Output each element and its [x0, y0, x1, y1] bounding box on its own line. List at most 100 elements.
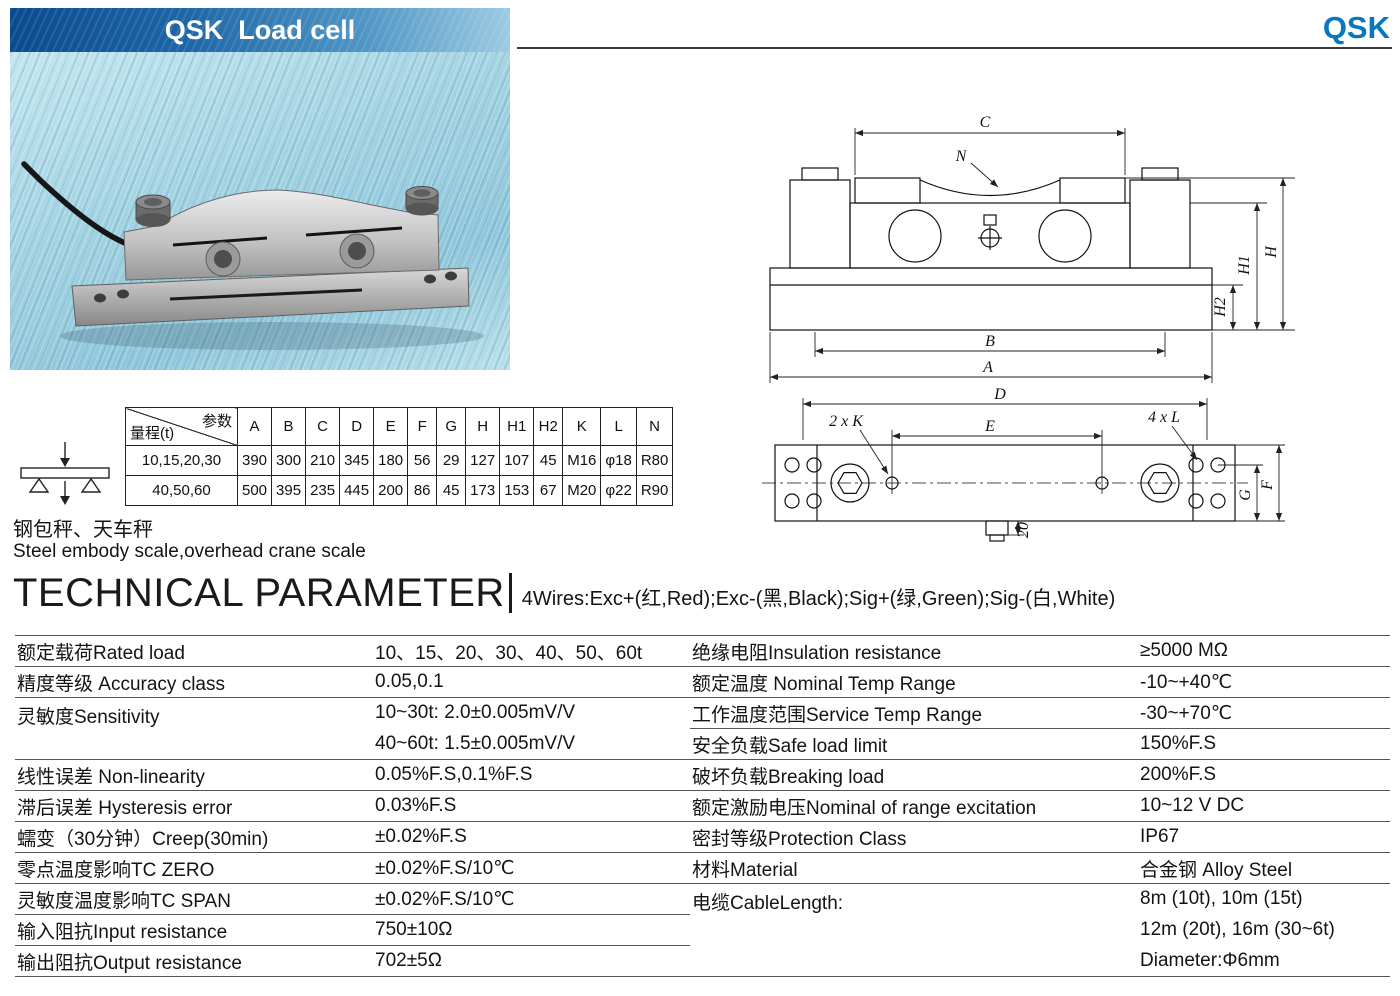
page-title: QSK Load cell — [164, 14, 356, 45]
param-value: ±0.02%F.S/10℃ — [373, 852, 690, 884]
header-banner: QSK Load cell — [10, 8, 510, 52]
dim-col-header: H — [465, 407, 501, 446]
param-value: ≥5000 MΩ — [1138, 635, 1390, 667]
param-label: 安全负载Safe load limit — [690, 728, 1138, 760]
front-view-part — [769, 167, 1213, 331]
bolt-hole — [117, 289, 129, 299]
dim-value-cell: 210 — [305, 445, 341, 476]
dim-col-header: K — [562, 407, 602, 446]
dim-value-cell: 345 — [339, 445, 375, 476]
dim-value-cell: 153 — [499, 475, 535, 506]
plan-view-drawing: D E 2 x K 4 x L G F 20 — [762, 388, 1285, 542]
dim-corner-cell: 参数 量程(t) — [125, 407, 238, 446]
dim-label-n: N — [955, 148, 968, 165]
dim-value-cell: M20 — [562, 475, 602, 506]
dim-label-2xk: 2 x K — [829, 413, 864, 430]
dim-col-header: D — [339, 407, 375, 446]
dim-value-cell: 56 — [407, 445, 438, 476]
dim-data-row: 40,50,60 500 395 235 445 200 86 45 173 1… — [125, 475, 674, 506]
dim-value-cell: 180 — [373, 445, 409, 476]
param-row: 输出阻抗Output resistance 702±5Ω — [15, 945, 690, 977]
dim-value-cell: 300 — [271, 445, 307, 476]
param-row: 线性误差 Non-linearity 0.05%F.S,0.1%F.S — [15, 759, 690, 791]
base-slot — [169, 288, 363, 301]
dim-label-e: E — [984, 418, 995, 435]
load-cell-photo-illustration — [21, 161, 484, 350]
param-row: 输入阻抗Input resistance 750±10Ω — [15, 914, 690, 946]
param-label: 绝缘电阻Insulation resistance — [690, 635, 1138, 667]
param-row: 灵敏度温度影响TC SPAN ±0.02%F.S/10℃ — [15, 883, 690, 915]
param-label: 额定载荷Rated load — [15, 635, 373, 667]
dim-value-cell: M16 — [562, 445, 602, 476]
param-value: 12m (20t), 16m (30~6t) — [1140, 919, 1335, 940]
cable — [21, 161, 138, 250]
dim-range-cell: 40,50,60 — [125, 475, 238, 506]
dim-value-cell: 29 — [436, 445, 467, 476]
parameters-table-right: 绝缘电阻Insulation resistance ≥5000 MΩ 额定温度 … — [690, 635, 1390, 977]
param-label: 额定温度 Nominal Temp Range — [690, 666, 1138, 698]
corner-range-label: 量程(t) — [130, 425, 175, 442]
param-row: 材料Material 合金钢 Alloy Steel — [690, 852, 1390, 884]
param-row: 12m (20t), 16m (30~6t) — [690, 915, 1390, 946]
param-row: 绝缘电阻Insulation resistance ≥5000 MΩ — [690, 635, 1390, 667]
dim-label-b: B — [985, 333, 995, 350]
param-label: 灵敏度温度影响TC SPAN — [15, 883, 373, 915]
title-divider-bar — [508, 573, 512, 613]
param-value: ±0.02%F.S — [373, 821, 690, 853]
bolt-hole — [424, 274, 436, 284]
dim-value-cell: 500 — [236, 475, 273, 506]
plan-view-dimensions — [802, 398, 1285, 536]
param-label: 滞后误差 Hysteresis error — [15, 790, 373, 822]
gauge-slot — [172, 236, 268, 247]
dimension-table: 参数 量程(t) A B C D E F G H H1 H2 K L N 10,… — [125, 407, 674, 506]
param-label: 精度等级 Accuracy class — [15, 666, 373, 698]
param-value: ±0.02%F.S/10℃ — [373, 883, 690, 915]
dim-label-f: F — [1259, 480, 1276, 491]
param-value: 702±5Ω — [373, 945, 690, 977]
front-view-dimensions — [769, 128, 1295, 383]
dim-label-4xl: 4 x L — [1148, 409, 1180, 426]
param-row: 工作温度范围Service Temp Range -30~+70℃ — [690, 697, 1390, 729]
dim-col-header: G — [436, 407, 467, 446]
dim-col-header: L — [600, 407, 637, 446]
dim-label-h: H — [1263, 245, 1280, 259]
technical-parameter-header: TECHNICAL PARAMETER 4Wires:Exc+(红,Red);E… — [13, 573, 1115, 613]
gauge-slot — [305, 226, 403, 237]
dim-value-cell: 235 — [305, 475, 341, 506]
dim-col-header: H1 — [499, 407, 535, 446]
dim-label-a: A — [982, 359, 993, 376]
application-zh: 钢包秤、天车秤 — [13, 519, 153, 541]
dim-header-row: 参数 量程(t) A B C D E F G H H1 H2 K L N — [125, 407, 674, 446]
param-value: -10~+40℃ — [1138, 666, 1390, 698]
param-value: Diameter:Φ6mm — [1138, 945, 1390, 977]
dim-col-header: H2 — [533, 407, 564, 446]
dim-label-g: G — [1237, 489, 1254, 501]
param-value: 150%F.S — [1138, 728, 1390, 760]
param-row: 零点温度影响TC ZERO ±0.02%F.S/10℃ — [15, 852, 690, 884]
param-row: 滞后误差 Hysteresis error 0.03%F.S — [15, 790, 690, 822]
bolt-hole — [94, 293, 106, 303]
param-row: 密封等级Protection Class IP67 — [690, 821, 1390, 853]
param-label: 破坏负载Breaking load — [690, 759, 1138, 791]
param-label: 输出阻抗Output resistance — [15, 945, 373, 977]
product-photo — [10, 52, 510, 370]
param-row: 蠕变（30分钟）Creep(30min) ±0.02%F.S — [15, 821, 690, 853]
header-divider — [517, 47, 1392, 49]
dim-col-header: A — [236, 407, 273, 446]
param-label: 零点温度影响TC ZERO — [15, 852, 373, 884]
loading-direction-icon — [20, 442, 110, 505]
parameters-table-left: 额定载荷Rated load 10、15、20、30、40、50、60t 精度等… — [15, 635, 690, 977]
param-label: 材料Material — [690, 852, 1138, 884]
param-row: 灵敏度Sensitivity 10~30t: 2.0±0.005mV/V — [15, 697, 690, 760]
param-value: 0.05%F.S,0.1%F.S — [373, 759, 690, 791]
dim-value-cell: 45 — [436, 475, 467, 506]
param-value: 10~30t: 2.0±0.005mV/V — [375, 702, 576, 724]
param-row: Diameter:Φ6mm — [690, 945, 1390, 977]
dim-value-cell: 200 — [373, 475, 409, 506]
face-recess-inner — [348, 242, 366, 260]
dim-value-cell: R80 — [635, 445, 674, 476]
dim-value-cell: 127 — [465, 445, 501, 476]
dim-data-row: 10,15,20,30 390 300 210 345 180 56 29 12… — [125, 445, 674, 476]
dim-value-cell: φ22 — [600, 475, 637, 506]
